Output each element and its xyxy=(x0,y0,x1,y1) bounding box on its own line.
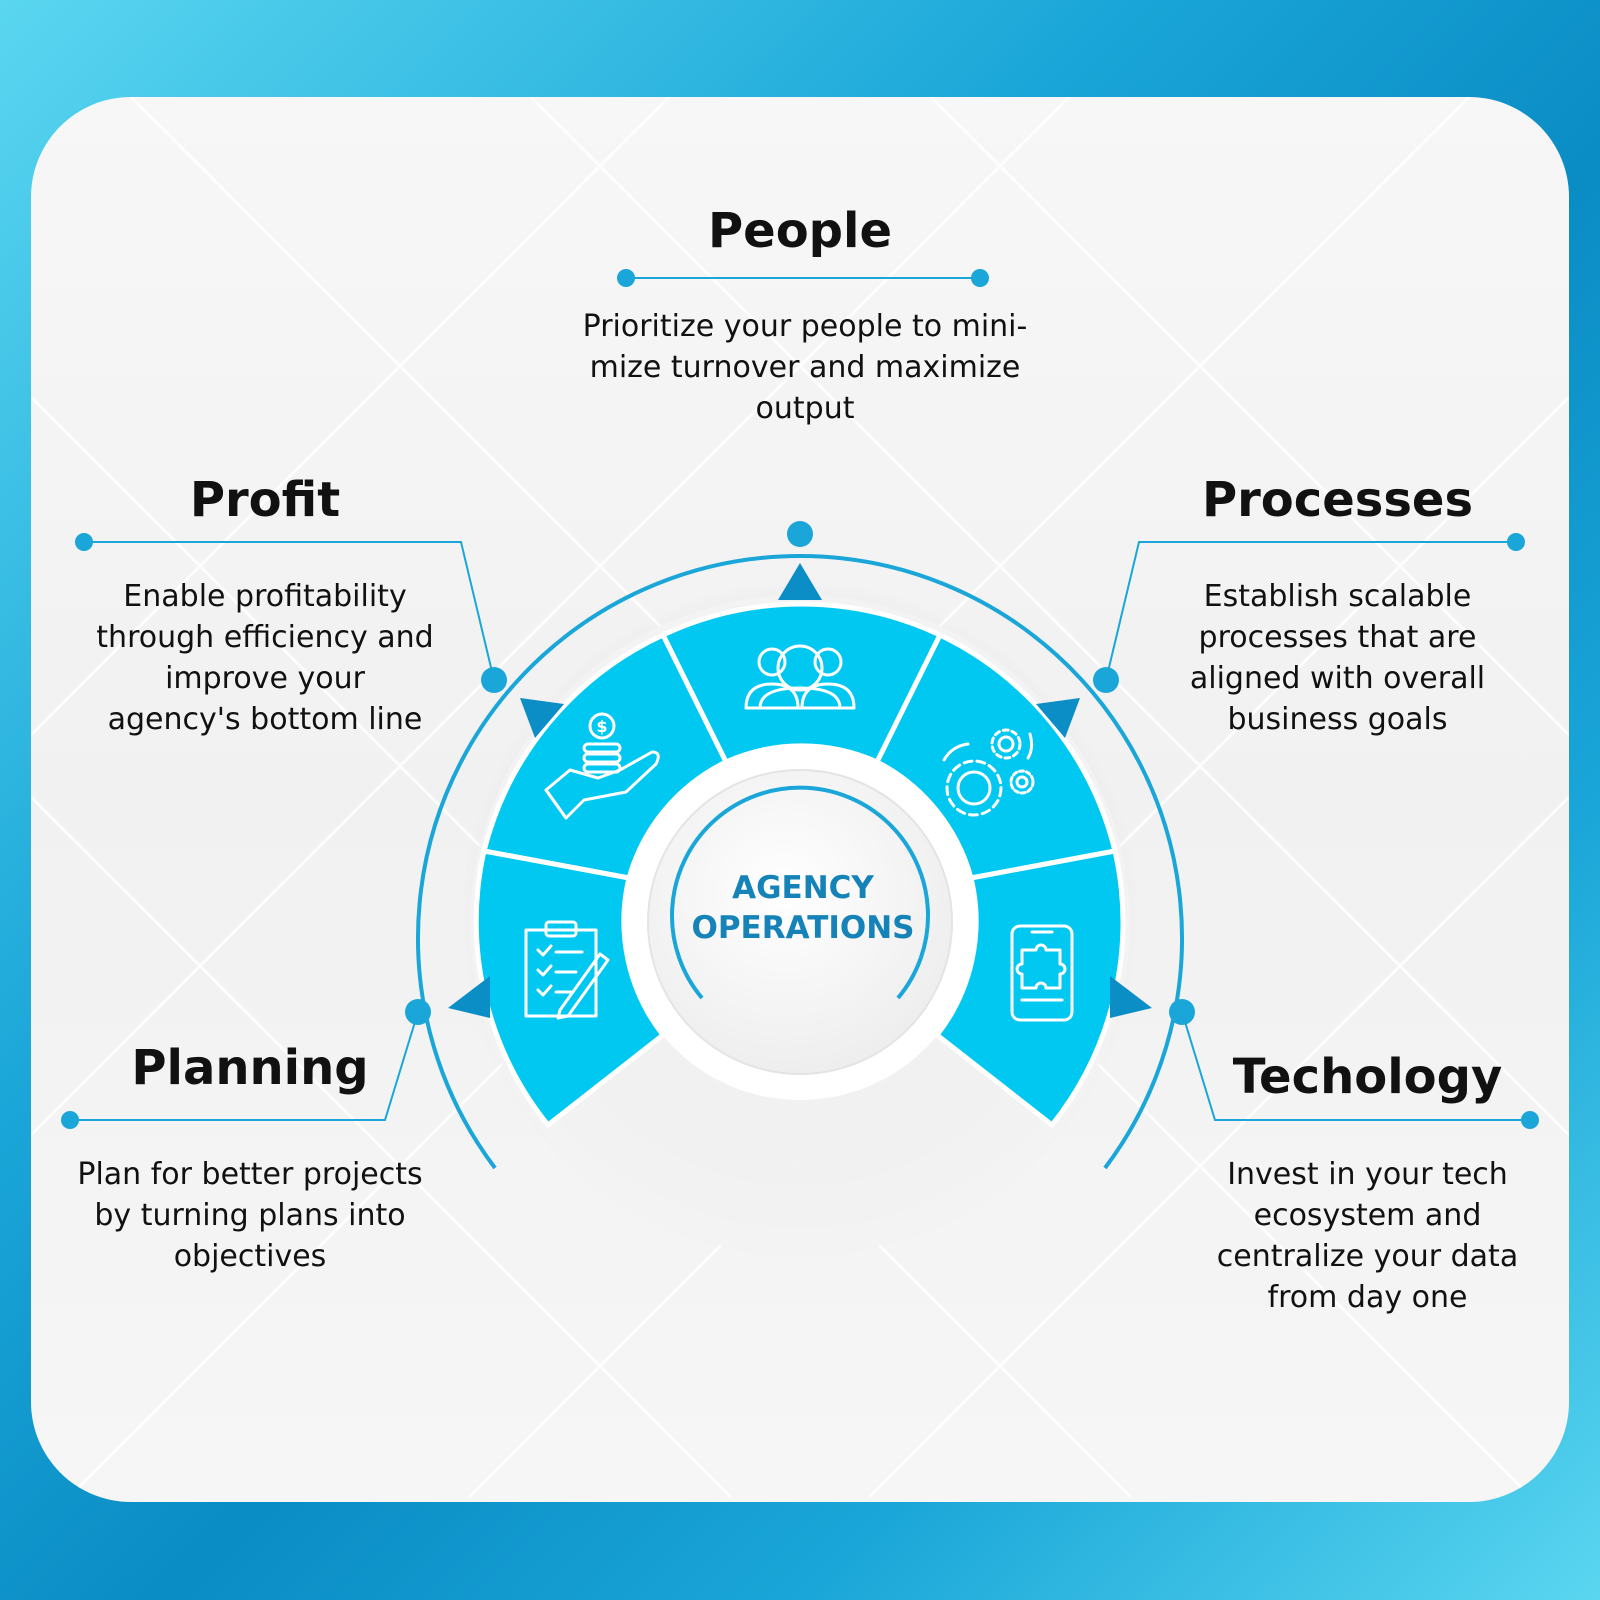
title-technology: Techology xyxy=(1232,1049,1503,1105)
dot-profit-arc xyxy=(481,667,507,693)
dot-technology-arc xyxy=(1169,999,1195,1025)
arrow-people xyxy=(778,563,822,600)
dot-profit-end xyxy=(75,533,93,551)
dot-processes-arc xyxy=(1093,667,1119,693)
desc-processes: Establish scalable processes that are al… xyxy=(1189,579,1486,737)
connector-technology xyxy=(1181,1011,1530,1121)
title-planning: Planning xyxy=(131,1040,369,1096)
dot-technology-end xyxy=(1521,1111,1539,1129)
arrow-processes xyxy=(1036,698,1080,738)
people-group-icon xyxy=(744,644,856,710)
center-label-line2: OPERATIONS xyxy=(691,910,915,946)
dot-arc-top xyxy=(787,521,813,547)
svg-text:$: $ xyxy=(596,717,607,736)
title-processes: Processes xyxy=(1201,472,1474,528)
connector-profit xyxy=(84,541,495,681)
dot-planning-end xyxy=(61,1111,79,1129)
dot-planning-arc xyxy=(405,999,431,1025)
center-label-line1: AGENCY xyxy=(732,870,874,906)
outer-arc xyxy=(416,554,1184,1170)
gears-icon xyxy=(942,728,1035,817)
title-people: People xyxy=(707,203,893,259)
connector-planning xyxy=(70,1011,419,1121)
dot-people-right xyxy=(971,269,989,287)
center-label: AGENCY OPERATIONS xyxy=(668,868,938,948)
desc-planning: Plan for better projects by turning plan… xyxy=(77,1157,423,1274)
title-profit: Profit xyxy=(189,472,341,528)
hub-arc xyxy=(670,785,930,1000)
arrow-profit xyxy=(520,698,564,738)
arrow-technology xyxy=(1110,976,1152,1018)
hand-coins-icon: $ xyxy=(544,712,660,820)
desc-people: Prioritize your people to mini-mize turn… xyxy=(582,309,1028,426)
dot-people-left xyxy=(617,269,635,287)
dot-processes-end xyxy=(1507,533,1525,551)
arrow-planning xyxy=(448,976,490,1018)
clipboard-checklist-icon xyxy=(524,920,610,1020)
desc-profit: Enable profitability through efficiency … xyxy=(96,579,434,737)
hub-disk xyxy=(647,769,953,1075)
desc-technology: Invest in your tech ecosystem and centra… xyxy=(1216,1157,1519,1315)
mobile-puzzle-icon xyxy=(1010,924,1074,1022)
connector-processes xyxy=(1105,541,1516,681)
